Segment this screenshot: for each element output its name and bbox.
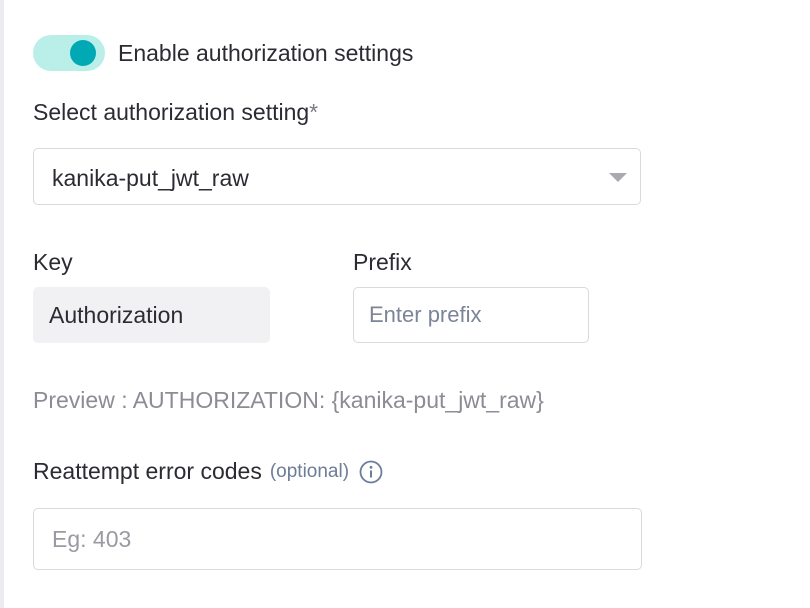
info-icon[interactable] (359, 460, 383, 484)
reattempt-label-row: Reattempt error codes (optional) (33, 458, 383, 485)
prefix-input[interactable] (353, 287, 589, 343)
auth-setting-select[interactable]: kanika-put_jwt_raw (33, 148, 641, 205)
required-marker: * (309, 99, 319, 125)
auth-header-preview: Preview : AUTHORIZATION: {kanika-put_jwt… (33, 387, 544, 413)
panel-left-border (0, 0, 4, 608)
auth-setting-label-text: Select authorization setting (33, 99, 310, 125)
enable-authorization-label: Enable authorization settings (118, 39, 414, 66)
key-value: Authorization (49, 302, 184, 328)
reattempt-error-codes-label: Reattempt error codes (33, 458, 262, 484)
enable-authorization-row: Enable authorization settings (33, 34, 413, 72)
auth-setting-selected-value: kanika-put_jwt_raw (52, 165, 249, 191)
chevron-down-icon (609, 173, 627, 182)
toggle-switch-icon (70, 40, 96, 66)
key-readonly-field: Authorization (33, 287, 270, 343)
reattempt-error-codes-input[interactable] (33, 508, 642, 570)
optional-tag: (optional) (269, 460, 350, 482)
enable-authorization-toggle[interactable] (33, 35, 105, 71)
key-label: Key (33, 249, 73, 275)
prefix-label: Prefix (353, 249, 412, 275)
auth-setting-label: Select authorization setting* (33, 99, 318, 126)
